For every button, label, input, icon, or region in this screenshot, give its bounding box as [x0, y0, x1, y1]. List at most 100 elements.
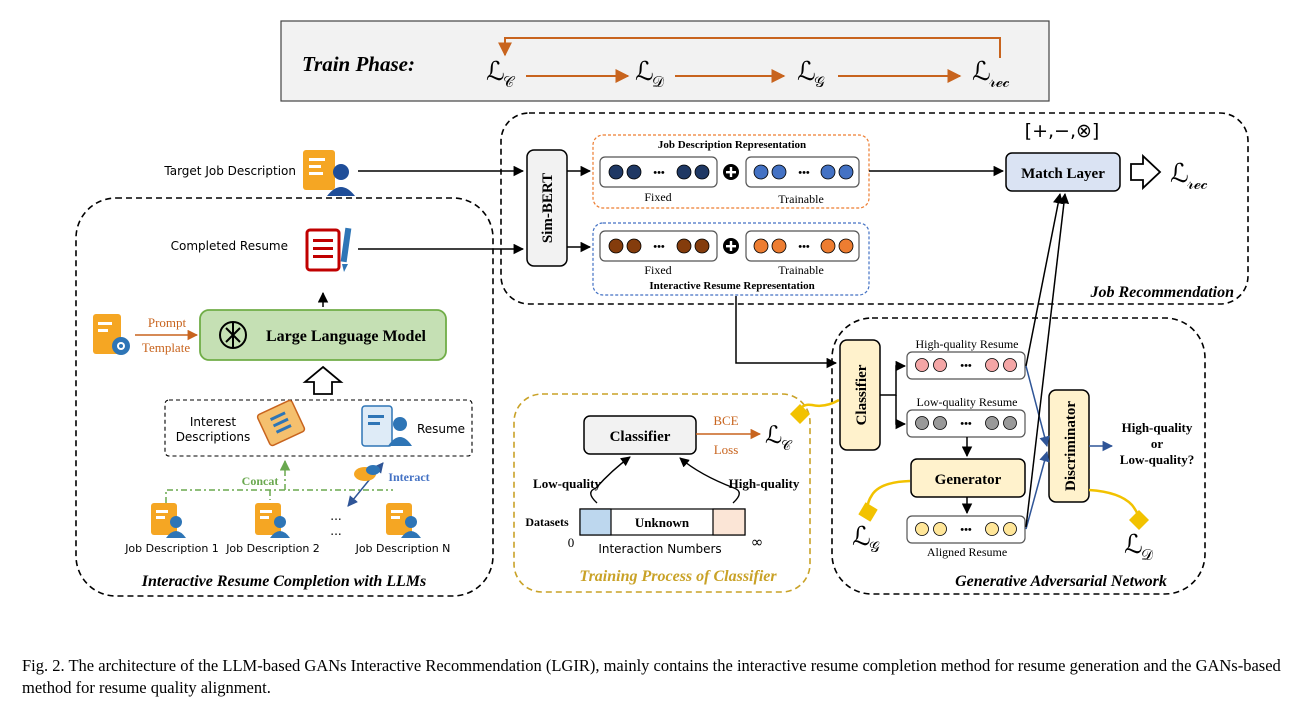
low-quality-ellipsis: ••• — [960, 418, 972, 430]
llm-input-hollow-arrow — [302, 365, 344, 395]
output-question-line-3: Low-quality? — [1120, 452, 1194, 467]
match-layer — [1005, 152, 1121, 192]
completed-resume-label: Completed Resume — [171, 239, 288, 253]
interest-line-1: Interest — [190, 415, 237, 429]
target-job-label: Target Job Description — [163, 164, 296, 178]
llm-logo-icon — [219, 321, 247, 349]
classifier-training-label: Training Process of Classifier — [579, 568, 777, 585]
resume-trainable-dots — [753, 238, 854, 254]
generator-loss-base: ℒ — [852, 522, 871, 552]
job-trainable-dots — [753, 164, 854, 180]
output-question-line-2: or — [1151, 436, 1164, 451]
interest-line-2: Descriptions — [176, 430, 251, 444]
resume-trainable-ellipsis: ••• — [798, 241, 810, 253]
low-quality-resume-label: Low-quality Resume — [917, 395, 1018, 409]
gan-region — [831, 317, 1206, 595]
job-fixed-label: Fixed — [644, 190, 671, 204]
resume-representation: ••• ••• Fixed Trainable Interactive Resu… — [592, 222, 870, 296]
aligned-ellipsis: ••• — [960, 524, 972, 536]
resume-completion-label: Interactive Resume Completion with LLMs — [141, 573, 426, 590]
low-quality-label: Low-quality — [533, 476, 601, 491]
job-description-label-2: Job Description 2 — [225, 542, 320, 555]
interaction-bar — [579, 508, 746, 536]
job-fixed-dots — [608, 164, 710, 180]
train-phase-banner: Train Phase: ℒ 𝒞 ℒ 𝒟 ℒ 𝒢 ℒ 𝓇ℯ𝒸 — [280, 20, 1050, 102]
train-loss-rec-sub: 𝓇ℯ𝒸 — [989, 72, 1010, 92]
bce-label: BCE — [713, 413, 738, 428]
job-fixed-ellipsis: ••• — [653, 167, 665, 179]
job-description-icon-2 — [255, 503, 290, 538]
job-description-icon-n — [386, 503, 421, 538]
gan-label: Generative Adversarial Network — [955, 573, 1167, 590]
resume-fixed-label: Fixed — [644, 263, 671, 277]
concat-connector — [165, 459, 393, 503]
generator — [910, 458, 1026, 498]
job-description-icon-1 — [151, 503, 186, 538]
train-loss-g-base: ℒ — [797, 57, 816, 87]
classifier-loss: ℒ 𝒞 — [765, 421, 793, 454]
discriminator-label: Discriminator — [1063, 401, 1079, 491]
sim-bert-encoder — [526, 149, 568, 267]
job-recommendation-label: Job Recommendation — [1089, 284, 1234, 301]
llm-block — [199, 309, 447, 361]
resume-document-icon — [305, 227, 352, 272]
target-job-icon — [303, 150, 355, 196]
rec-loss: ℒ 𝓇ℯ𝒸 — [1170, 159, 1208, 194]
job-description-label-1: Job Description 1 — [124, 542, 219, 555]
classifier-loss-sub: 𝒞 — [781, 438, 793, 454]
classifier-training-box-label: Classifier — [610, 429, 671, 445]
llm-label: Large Language Model — [266, 328, 427, 345]
high-quality-segment — [712, 508, 746, 536]
concat-label: Concat — [242, 474, 279, 488]
discriminator-loss: ℒ 𝒟 — [1124, 530, 1153, 564]
architecture-diagram: Train Phase: ℒ 𝒞 ℒ 𝒟 ℒ 𝒢 ℒ 𝓇ℯ𝒸 Job Recom… — [75, 20, 1249, 597]
interact-label: Interact — [388, 470, 429, 484]
job-trainable-label: Trainable — [778, 192, 824, 206]
job-description-representation: Job Description Representation ••• ••• F… — [592, 134, 870, 209]
axis-start: 0 — [568, 535, 575, 550]
figure-caption: Fig. 2. The architecture of the LLM-base… — [22, 656, 1281, 697]
generator-loss-sub: 𝒢 — [869, 538, 880, 556]
resume-repr-title: Interactive Resume Representation — [649, 280, 814, 292]
train-loss-c: ℒ 𝒞 — [486, 57, 516, 91]
resume-trainable-label: Trainable — [778, 263, 824, 277]
handshake-icon — [354, 465, 380, 481]
train-loss-rec-base: ℒ — [972, 57, 991, 87]
job-recommendation-region — [500, 112, 1249, 305]
sim-bert-label: Sim-BERT — [540, 173, 556, 243]
output-hollow-arrow — [1130, 153, 1162, 191]
datasets-label: Datasets — [525, 515, 569, 529]
train-loss-g-sub: 𝒢 — [814, 73, 825, 91]
train-loss-c-sub: 𝒞 — [503, 73, 516, 91]
match-operations: [+,−,⊗] — [1025, 120, 1100, 142]
high-quality-label: High-quality — [729, 476, 800, 491]
train-phase-label: Train Phase: — [302, 52, 415, 76]
generator-label: Generator — [935, 472, 1002, 488]
interaction-numbers-label: Interaction Numbers — [598, 542, 721, 556]
low-quality-dots — [915, 416, 1017, 430]
prompt-label: Prompt — [148, 315, 187, 330]
job-description-dots-1: ... — [330, 509, 341, 523]
classifier-training-region — [513, 393, 811, 593]
prompt-template-icon — [93, 314, 130, 355]
aligned-dots — [915, 522, 1017, 536]
train-loss-d-sub: 𝒟 — [652, 73, 664, 91]
job-description-dots-2: ... — [330, 524, 341, 538]
concat-plus-icon — [723, 164, 739, 180]
concat-plus-icon-2 — [723, 238, 739, 254]
template-label: Template — [142, 340, 190, 355]
high-quality-dots — [915, 358, 1017, 372]
train-loss-d: ℒ 𝒟 — [635, 57, 664, 91]
discriminator-loss-sub: 𝒟 — [1141, 546, 1153, 564]
train-loss-d-base: ℒ — [635, 57, 654, 87]
output-question-line-1: High-quality — [1122, 420, 1193, 435]
job-repr-title: Job Description Representation — [658, 139, 806, 151]
generator-loss: ℒ 𝒢 — [852, 522, 880, 556]
unknown-label: Unknown — [635, 515, 690, 530]
train-loss-g: ℒ 𝒢 — [797, 57, 825, 91]
resume-fixed-dots — [608, 238, 710, 254]
interest-resume-box — [164, 399, 473, 457]
match-layer-label: Match Layer — [1021, 166, 1105, 182]
